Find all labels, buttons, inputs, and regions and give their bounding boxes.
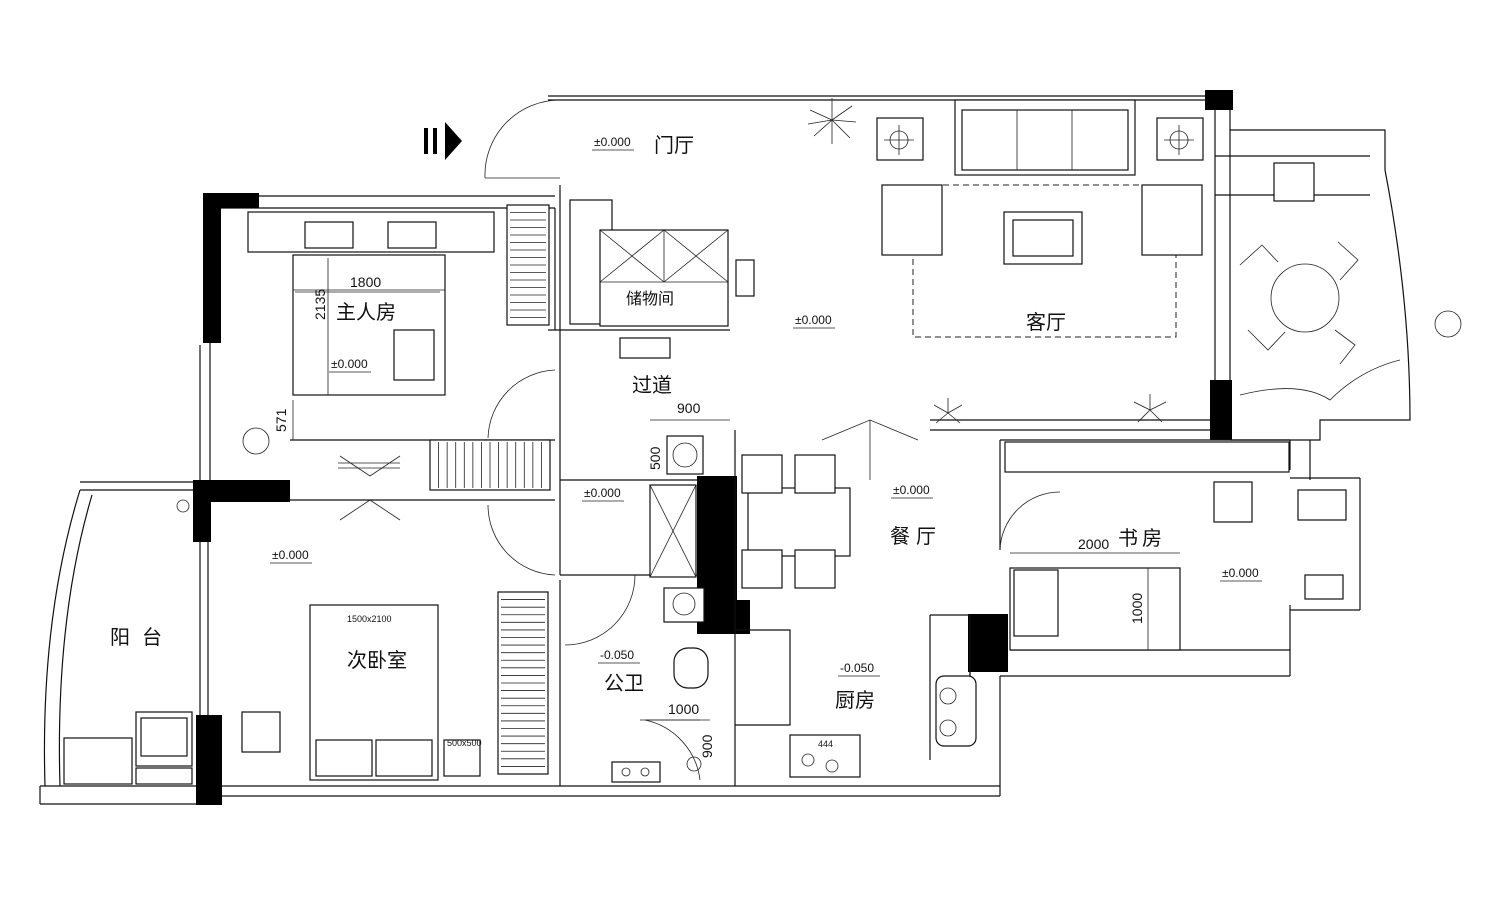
entrance-arrow-icon [424, 122, 462, 160]
plant-icon [807, 98, 1167, 424]
room-label-bathroom: 公卫 [604, 671, 644, 695]
dim-room-gap: 571 [273, 408, 289, 432]
dim-nightstand: 500x500 [447, 738, 482, 748]
elev-master-bedroom: ±0.000 [331, 357, 368, 371]
left-balcony [43, 489, 193, 787]
dining-furniture [741, 419, 919, 589]
dim-corridor-width: 900 [677, 400, 701, 416]
dim-master-bed-width: 1800 [350, 274, 381, 290]
elev-second-bedroom: ±0.000 [272, 548, 309, 562]
room-label-balcony: 阳台 [110, 625, 174, 649]
room-label-entrance-hall: 门厅 [654, 133, 694, 157]
door-arcs [484, 99, 1061, 781]
elev-bathroom: -0.050 [600, 648, 634, 662]
room-label-storage: 储物间 [626, 289, 674, 308]
right-balcony-furniture [1239, 162, 1462, 401]
dim-study-bed: 1000 [1129, 593, 1145, 624]
partitions [290, 185, 1290, 786]
room-label-corridor: 过道 [632, 373, 672, 397]
master-bedroom-furniture [242, 211, 495, 455]
bathroom-fixtures [611, 435, 709, 783]
study-furniture [1004, 441, 1347, 651]
elevation-marks: ±0.000 ±0.000 ±0.000 ±0.000 ±0.000 ±0.00… [270, 135, 1262, 677]
elev-living-room: ±0.000 [795, 313, 832, 327]
kitchen-fixtures: 444 [789, 675, 977, 778]
room-label-kitchen: 厨房 [835, 688, 875, 712]
dim-bath-width: 1000 [668, 701, 699, 717]
stove-label: 444 [818, 739, 833, 749]
elev-kitchen: -0.050 [840, 661, 874, 675]
room-label-second-bedroom: 次卧室 [347, 648, 407, 672]
dimension-lines [292, 258, 1180, 721]
elev-dining: ±0.000 [893, 483, 930, 497]
room-label-dining: 餐厅 [890, 524, 942, 548]
dim-second-bed: 1500x2100 [347, 614, 392, 624]
dim-basin-depth: 500 [647, 446, 663, 470]
dimension-labels: 1800 2135 571 900 500 2000 1000 1000 900… [273, 274, 1145, 758]
dim-bath-depth: 900 [699, 734, 715, 758]
elev-study: ±0.000 [1222, 566, 1259, 580]
room-label-study: 书房 [1118, 526, 1166, 550]
living-room-furniture [876, 99, 1204, 338]
elev-corridor: ±0.000 [584, 486, 621, 500]
second-bedroom-furniture [241, 455, 481, 781]
room-label-living-room: 客厅 [1026, 310, 1066, 334]
room-label-master-bedroom: 主人房 [336, 300, 396, 324]
room-labels: 门厅 客厅 主人房 储物间 过道 餐厅 书房 次卧室 阳台 公卫 厨房 [110, 133, 1166, 712]
dim-study-width: 2000 [1078, 536, 1109, 552]
dim-master-bed-length: 2135 [312, 289, 328, 320]
elev-entrance-hall: ±0.000 [594, 135, 631, 149]
